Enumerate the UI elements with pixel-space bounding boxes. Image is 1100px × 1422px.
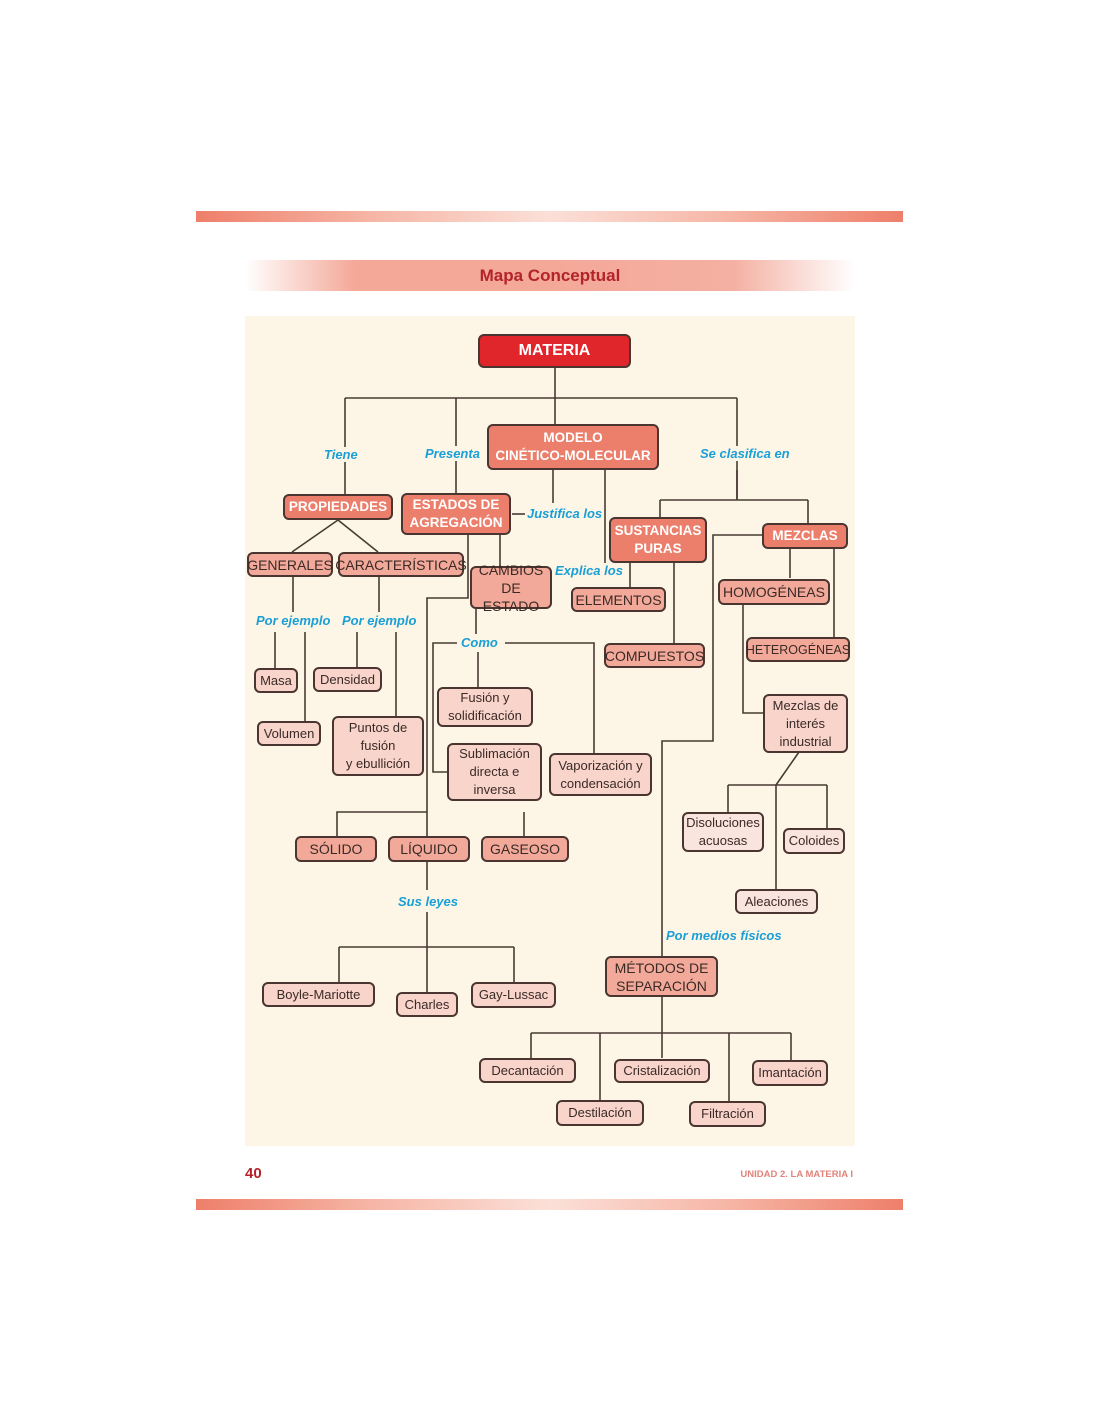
connector-explica-los: Explica los	[553, 563, 625, 578]
connector-presenta: Presenta	[423, 446, 482, 461]
node-cambios-de-estado: CAMBIOS DE ESTADO	[470, 562, 552, 614]
node-aleaciones: Aleaciones	[735, 889, 818, 914]
node-mezclas-interes-industrial: Mezclas de interés industrial	[763, 694, 848, 753]
node-fusion-solidificacion: Fusión y solidificación	[437, 687, 533, 727]
node-densidad: Densidad	[313, 667, 382, 692]
node-caracteristicas: CARACTERÍSTICAS	[335, 552, 467, 577]
node-liquido: LÍQUIDO	[388, 836, 470, 862]
node-destilacion: Destilación	[556, 1100, 644, 1126]
connector-se-clasifica-en: Se clasifica en	[698, 446, 792, 461]
connector-justifica-los: Justifica los	[525, 506, 605, 521]
unit-label: UNIDAD 2. LA MATERIA I	[740, 1169, 853, 1180]
node-solido: SÓLIDO	[295, 836, 377, 862]
node-decantacion: Decantación	[479, 1058, 576, 1083]
node-homogeneas: HOMOGÉNEAS	[718, 579, 830, 605]
node-coloides: Coloides	[783, 828, 845, 854]
node-masa: Masa	[254, 668, 298, 693]
bottom-decorative-bar	[196, 1199, 903, 1210]
node-estados-de-agregacion: ESTADOS DE AGREGACIÓN	[401, 493, 511, 535]
connector-como: Como	[459, 635, 500, 650]
connector-por-medios-fisicos: Por medios físicos	[664, 928, 784, 943]
connector-por-ejemplo-generales: Por ejemplo	[254, 613, 333, 628]
node-boyle-mariotte: Boyle-Mariotte	[262, 982, 375, 1007]
node-sustancias-puras: SUSTANCIAS PURAS	[609, 517, 707, 563]
node-filtracion: Filtración	[689, 1101, 766, 1127]
node-imantacion: Imantación	[752, 1060, 828, 1086]
node-vaporizacion: Vaporización y condensación	[549, 753, 652, 796]
node-volumen: Volumen	[257, 721, 321, 746]
node-compuestos: COMPUESTOS	[604, 643, 705, 668]
node-materia: MATERIA	[478, 334, 631, 368]
page-number: 40	[245, 1165, 262, 1182]
node-metodos-de-separacion: MÉTODOS DE SEPARACIÓN	[605, 956, 718, 997]
node-puntos-de-fusion: Puntos de fusión y ebullición	[332, 716, 424, 776]
node-modelo-cinetico-molecular: MODELO CINÉTICO-MOLECULAR	[487, 424, 659, 470]
node-generales: GENERALES	[247, 552, 333, 577]
node-elementos: ELEMENTOS	[571, 587, 666, 612]
connector-por-ejemplo-caracteristicas: Por ejemplo	[340, 613, 419, 628]
top-decorative-bar	[196, 211, 903, 222]
node-gay-lussac: Gay-Lussac	[471, 982, 556, 1008]
connector-tiene: Tiene	[322, 447, 360, 462]
node-cristalizacion: Cristalización	[614, 1059, 710, 1083]
node-sublimacion: Sublimación directa e inversa	[447, 743, 542, 801]
node-propiedades: PROPIEDADES	[283, 494, 393, 520]
node-charles: Charles	[396, 992, 458, 1017]
title-band: Mapa Conceptual	[245, 260, 855, 291]
page-title: Mapa Conceptual	[479, 265, 621, 285]
node-disoluciones-acuosas: Disoluciones acuosas	[682, 812, 764, 852]
connector-sus-leyes: Sus leyes	[396, 894, 460, 909]
node-heterogeneas: HETEROGÉNEAS	[746, 637, 850, 662]
node-mezclas: MEZCLAS	[762, 523, 848, 549]
node-gaseoso: GASEOSO	[481, 836, 569, 862]
